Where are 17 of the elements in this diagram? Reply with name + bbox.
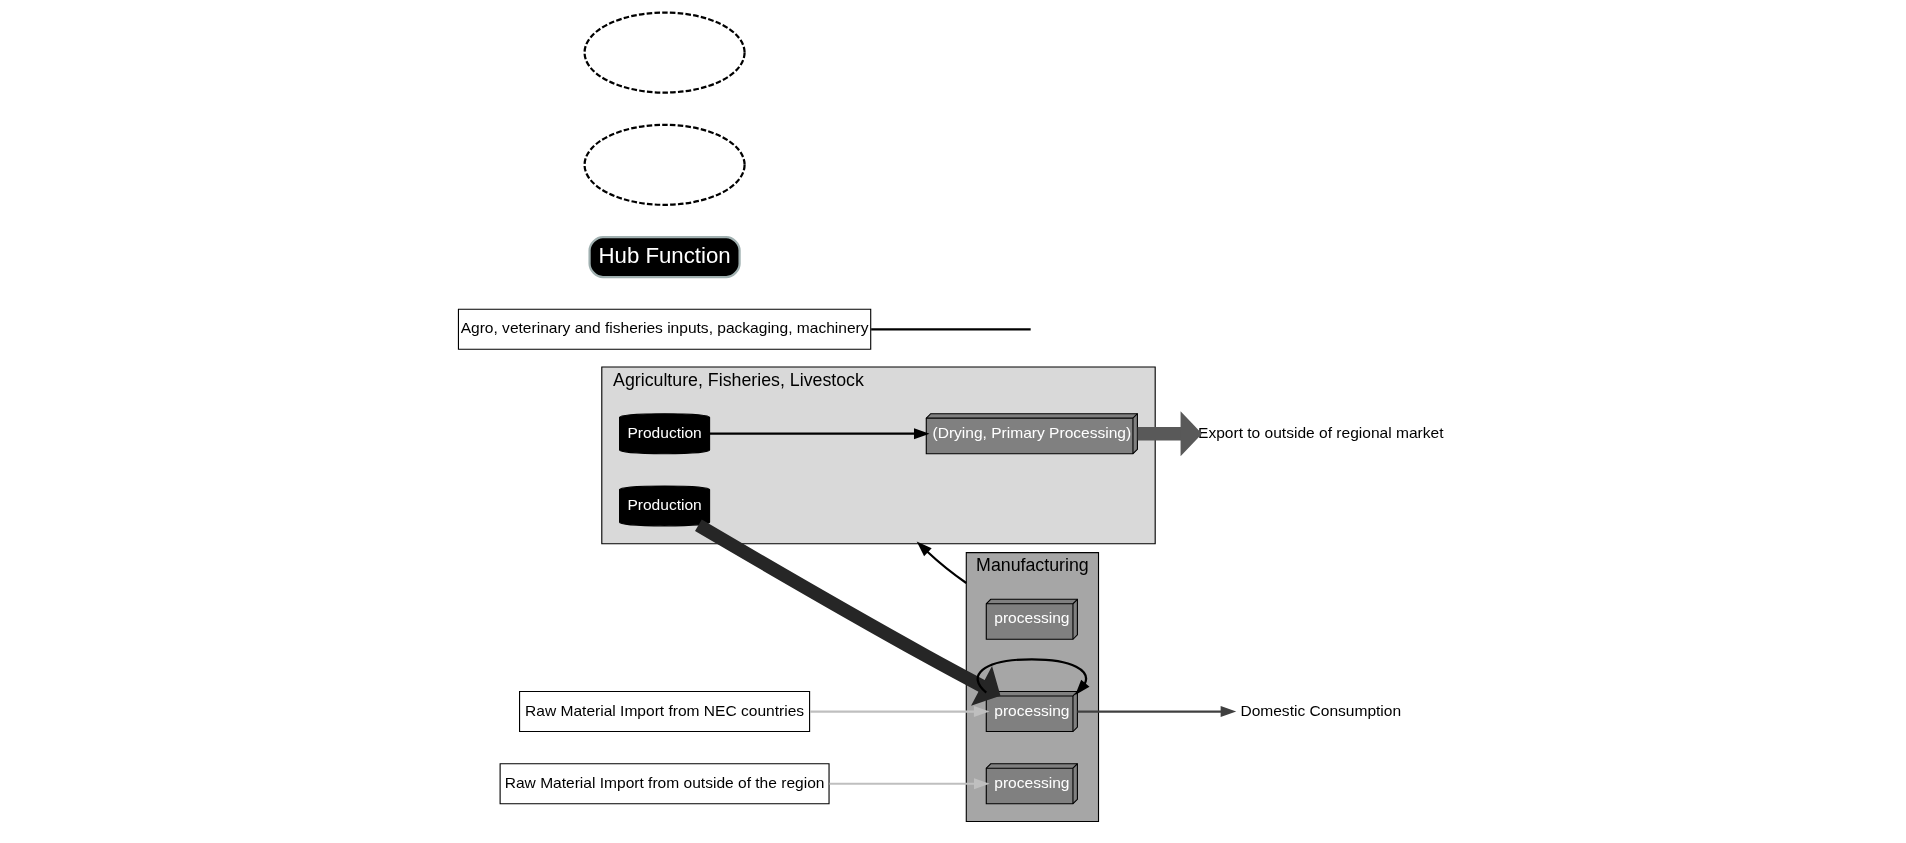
arrow bbox=[916, 541, 967, 584]
node-box: Hub Function bbox=[587, 235, 741, 279]
arrow bbox=[709, 428, 930, 440]
node-ellipse bbox=[582, 11, 746, 94]
arrow bbox=[809, 706, 989, 717]
arrow bbox=[1076, 706, 1236, 717]
arrow bbox=[976, 658, 1089, 696]
node-ellipse bbox=[582, 123, 746, 206]
node-text: Domestic Consumption bbox=[1239, 701, 1401, 719]
connector bbox=[870, 328, 1031, 331]
node-box: Agro, veterinary and fisheries inputs, packaging, machinery bbox=[457, 308, 871, 350]
node-box: Raw Material Import from NEC countries bbox=[518, 690, 810, 733]
arrow bbox=[1137, 411, 1202, 457]
node-text: Export to outside of regional market bbox=[1197, 423, 1443, 441]
node-box: Raw Material Import from outside of the region bbox=[499, 763, 830, 805]
arrow bbox=[829, 778, 990, 790]
arrow bbox=[694, 519, 1000, 706]
